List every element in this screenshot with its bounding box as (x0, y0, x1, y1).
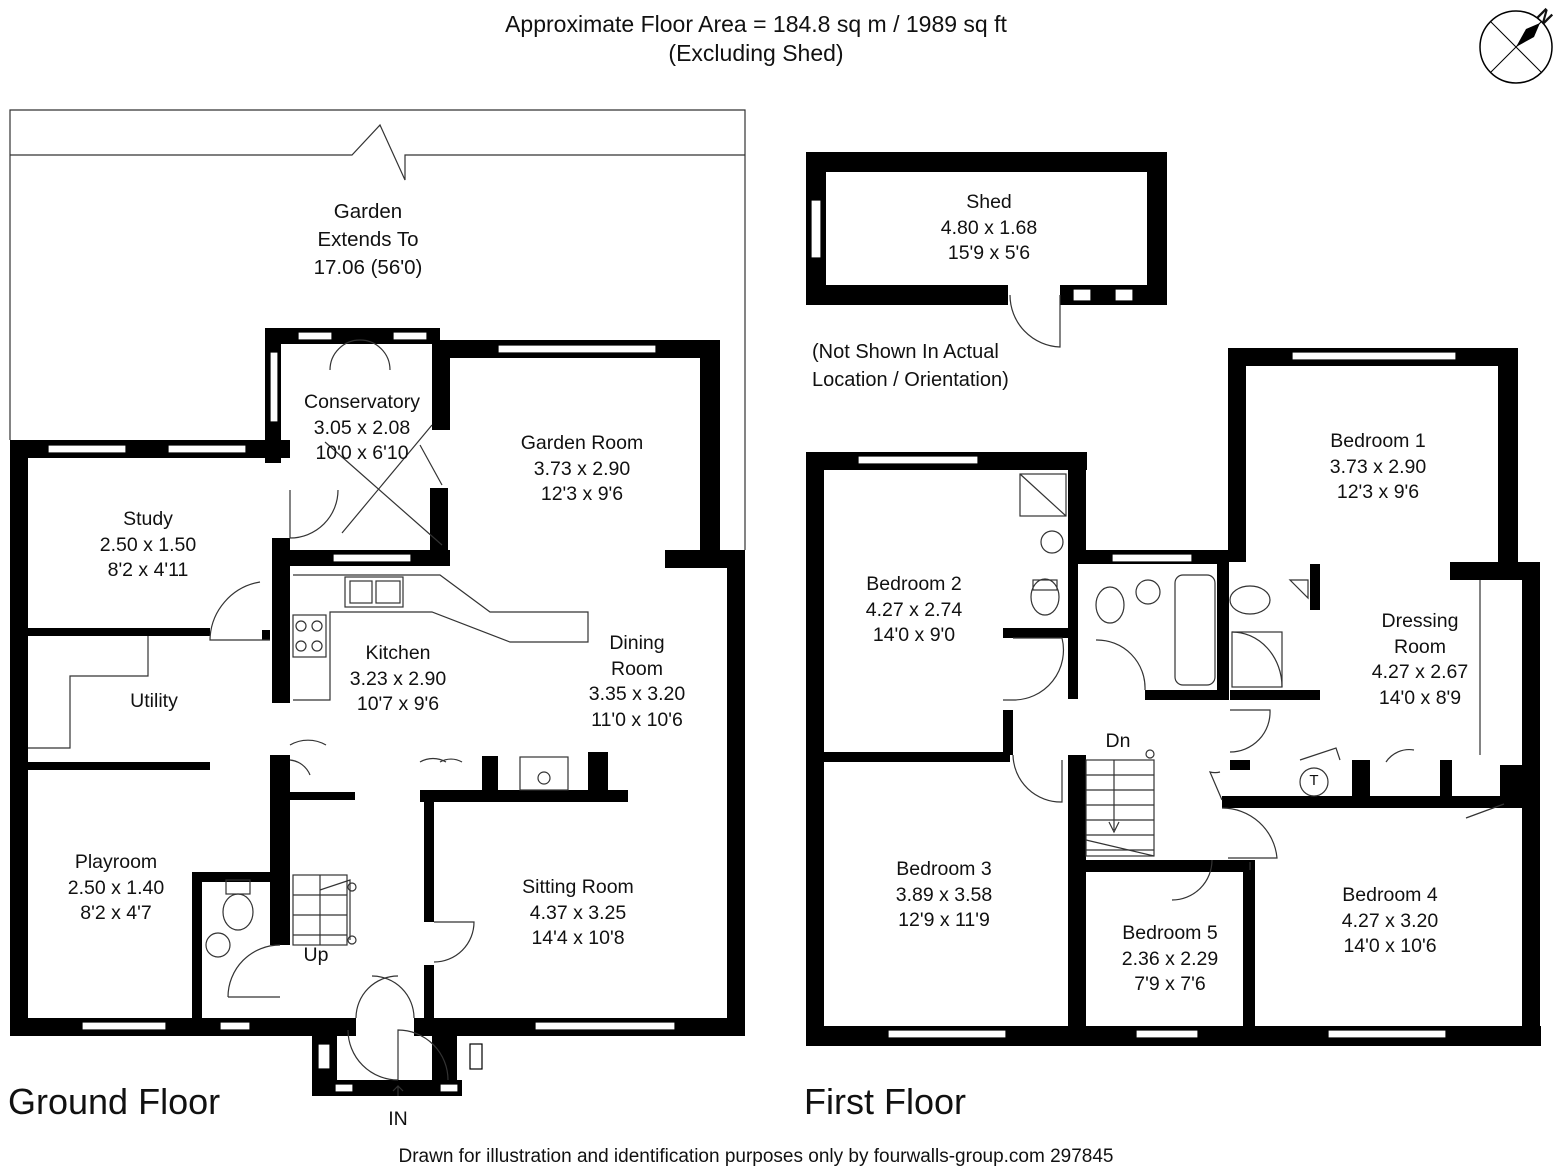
north-arrow-icon (1479, 10, 1553, 84)
first-floor-windows (857, 351, 1457, 1039)
shed-windows (810, 199, 1134, 302)
ground-floor-fittings (28, 339, 589, 1096)
stairs-up-label: Up (303, 944, 329, 966)
garden-label: Garden Extends To 17.06 (56'0) (313, 200, 423, 279)
ground-floor-windows (47, 331, 676, 1093)
room-label-dining-room: Dining Room 3.35 x 3.20 11'0 x 10'6 (588, 632, 686, 731)
floor-area-heading: Approximate Floor Area = 184.8 sq m / 19… (0, 10, 1512, 68)
room-label-utility: Utility (130, 690, 178, 712)
footer-credit: Drawn for illustration and identificatio… (398, 1146, 1114, 1167)
first-floor-fittings (1003, 473, 1505, 901)
first-floor-title: First Floor (804, 1081, 966, 1122)
excluding-shed-note: (Excluding Shed) (668, 40, 844, 66)
room-label-bedroom-5: Bedroom 5 2.36 x 2.29 7'9 x 7'6 (1121, 922, 1219, 995)
room-label-bedroom-4: Bedroom 4 4.27 x 3.20 14'0 x 10'6 (1341, 884, 1439, 957)
entrance-label: IN (388, 1108, 408, 1130)
room-label-conservatory: Conservatory 3.05 x 2.08 10'0 x 6'10 (304, 391, 420, 464)
room-label-shed: Shed 4.80 x 1.68 15'9 x 5'6 (940, 191, 1038, 264)
tank-label: T (1309, 772, 1319, 789)
shed-location-note: (Not Shown In Actual Location / Orientat… (812, 341, 1009, 391)
room-label-kitchen: Kitchen 3.23 x 2.90 10'7 x 9'6 (349, 642, 447, 715)
room-label-bedroom-1: Bedroom 1 3.73 x 2.90 12'3 x 9'6 (1329, 430, 1427, 503)
room-label-sitting-room: Sitting Room 4.37 x 3.25 14'4 x 10'8 (522, 876, 634, 949)
room-label-dressing-room: Dressing Room 4.27 x 2.67 14'0 x 8'9 (1371, 610, 1469, 709)
room-label-playroom: Playroom 2.50 x 1.40 8'2 x 4'7 (67, 851, 165, 924)
shed-door (1009, 294, 1061, 348)
room-label-garden-room: Garden Room 3.73 x 2.90 12'3 x 9'6 (520, 432, 644, 505)
room-label-bedroom-3: Bedroom 3 3.89 x 3.58 12'9 x 11'9 (895, 858, 993, 931)
garden-boundary (9, 109, 746, 550)
floor-area-line: Approximate Floor Area = 184.8 sq m / 19… (505, 11, 1007, 37)
room-label-study: Study 2.50 x 1.50 8'2 x 4'11 (99, 508, 197, 581)
room-label-bedroom-2: Bedroom 2 4.27 x 2.74 14'0 x 9'0 (865, 573, 963, 646)
stairs-down-label: Dn (1105, 730, 1131, 752)
ground-floor-title: Ground Floor (8, 1081, 221, 1122)
